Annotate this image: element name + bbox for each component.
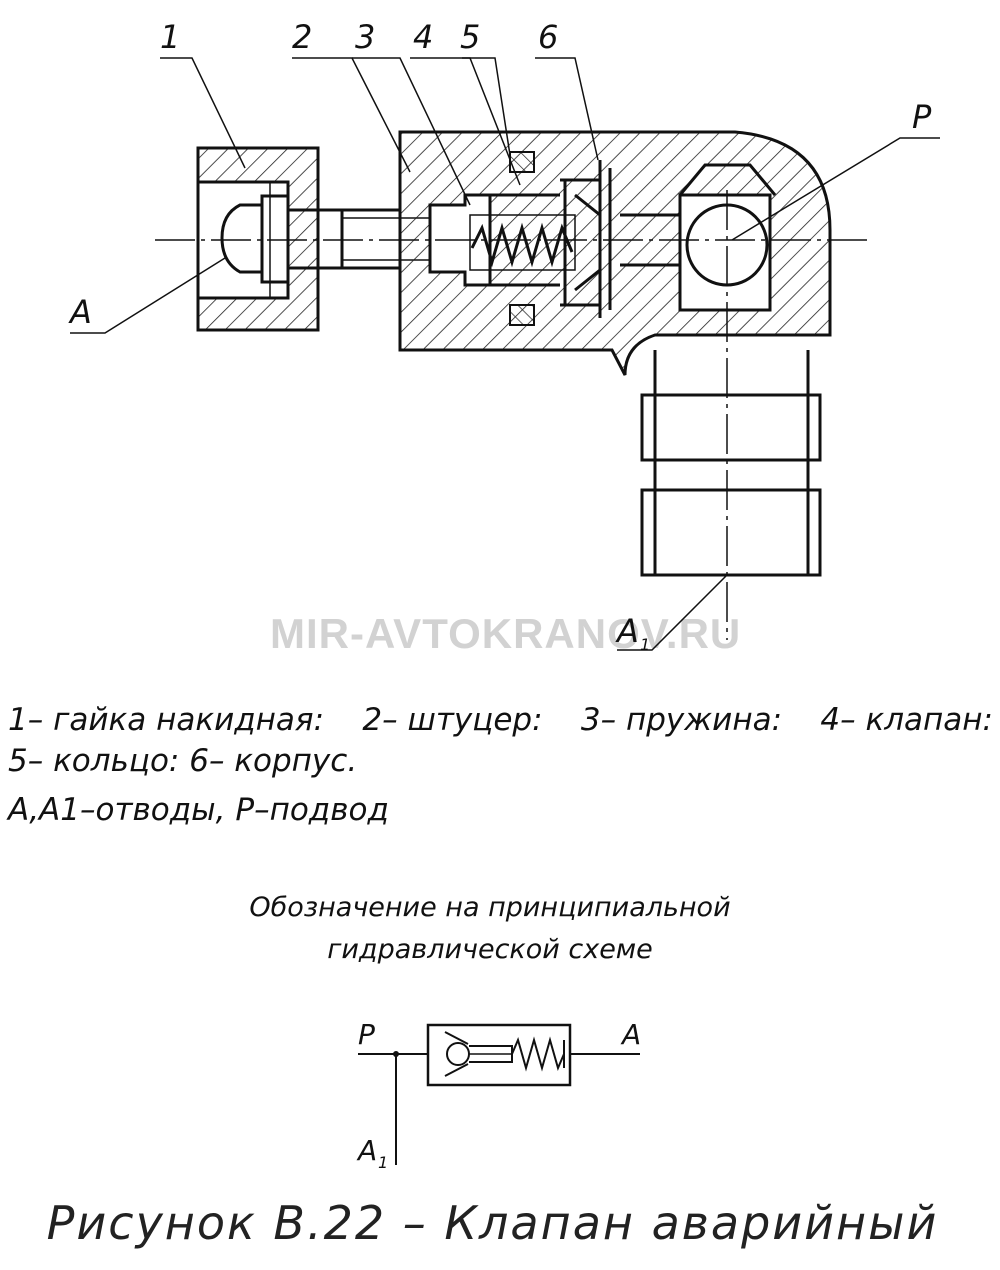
legend-line-2: 5– кольцо: 6– корпус. bbox=[8, 743, 358, 779]
legend-item-4: 4– клапан: bbox=[820, 702, 993, 738]
symbol-label-a1-subscript: 1 bbox=[378, 1153, 388, 1172]
callout-a1: A bbox=[615, 612, 639, 650]
connecting-shaft bbox=[288, 208, 430, 270]
outlet-pipe-a1 bbox=[640, 350, 822, 577]
union-nut-part-1 bbox=[196, 146, 320, 332]
symbol-label-a1: A bbox=[356, 1134, 377, 1167]
symbol-caption-line-1: Обозначение на принципиальной bbox=[249, 892, 731, 923]
center-lines bbox=[155, 190, 870, 640]
legend-item-3: 3– пружина: bbox=[580, 702, 783, 738]
callout-4: 4 bbox=[413, 18, 433, 56]
legend-line-1: 1– гайка накидная: 2– штуцер: 3– пружина… bbox=[8, 700, 993, 740]
watermark: MIR-AVTOKRANOV.RU bbox=[270, 610, 741, 657]
figure-title: Рисунок В.22 – Клапан аварийный bbox=[46, 1196, 939, 1250]
legend-line-3: А,А1–отводы, Р–подвод bbox=[8, 792, 389, 828]
hydraulic-symbol: P A A 1 bbox=[356, 1018, 641, 1172]
callout-a: A bbox=[68, 293, 92, 331]
callout-3: 3 bbox=[355, 18, 375, 56]
symbol-label-a: A bbox=[620, 1018, 641, 1051]
fitting-body-part-2-6 bbox=[398, 130, 832, 376]
symbol-label-p: P bbox=[358, 1018, 375, 1051]
symbol-lines bbox=[358, 1023, 640, 1165]
callout-6: 6 bbox=[538, 18, 558, 56]
callout-2: 2 bbox=[292, 18, 312, 56]
valve-section-drawing: MIR-AVTOKRANOV.RU bbox=[68, 18, 940, 657]
callout-5: 5 bbox=[460, 18, 480, 56]
callout-1: 1 bbox=[160, 18, 180, 56]
symbol-caption-line-2: гидравлической схеме bbox=[327, 934, 653, 965]
leader-lines bbox=[70, 57, 940, 651]
legend-item-2: 2– штуцер: bbox=[362, 702, 543, 738]
callout-p: P bbox=[912, 98, 932, 136]
legend-item-1: 1– гайка накидная: bbox=[8, 702, 325, 738]
callout-a1-subscript: 1 bbox=[640, 635, 650, 654]
